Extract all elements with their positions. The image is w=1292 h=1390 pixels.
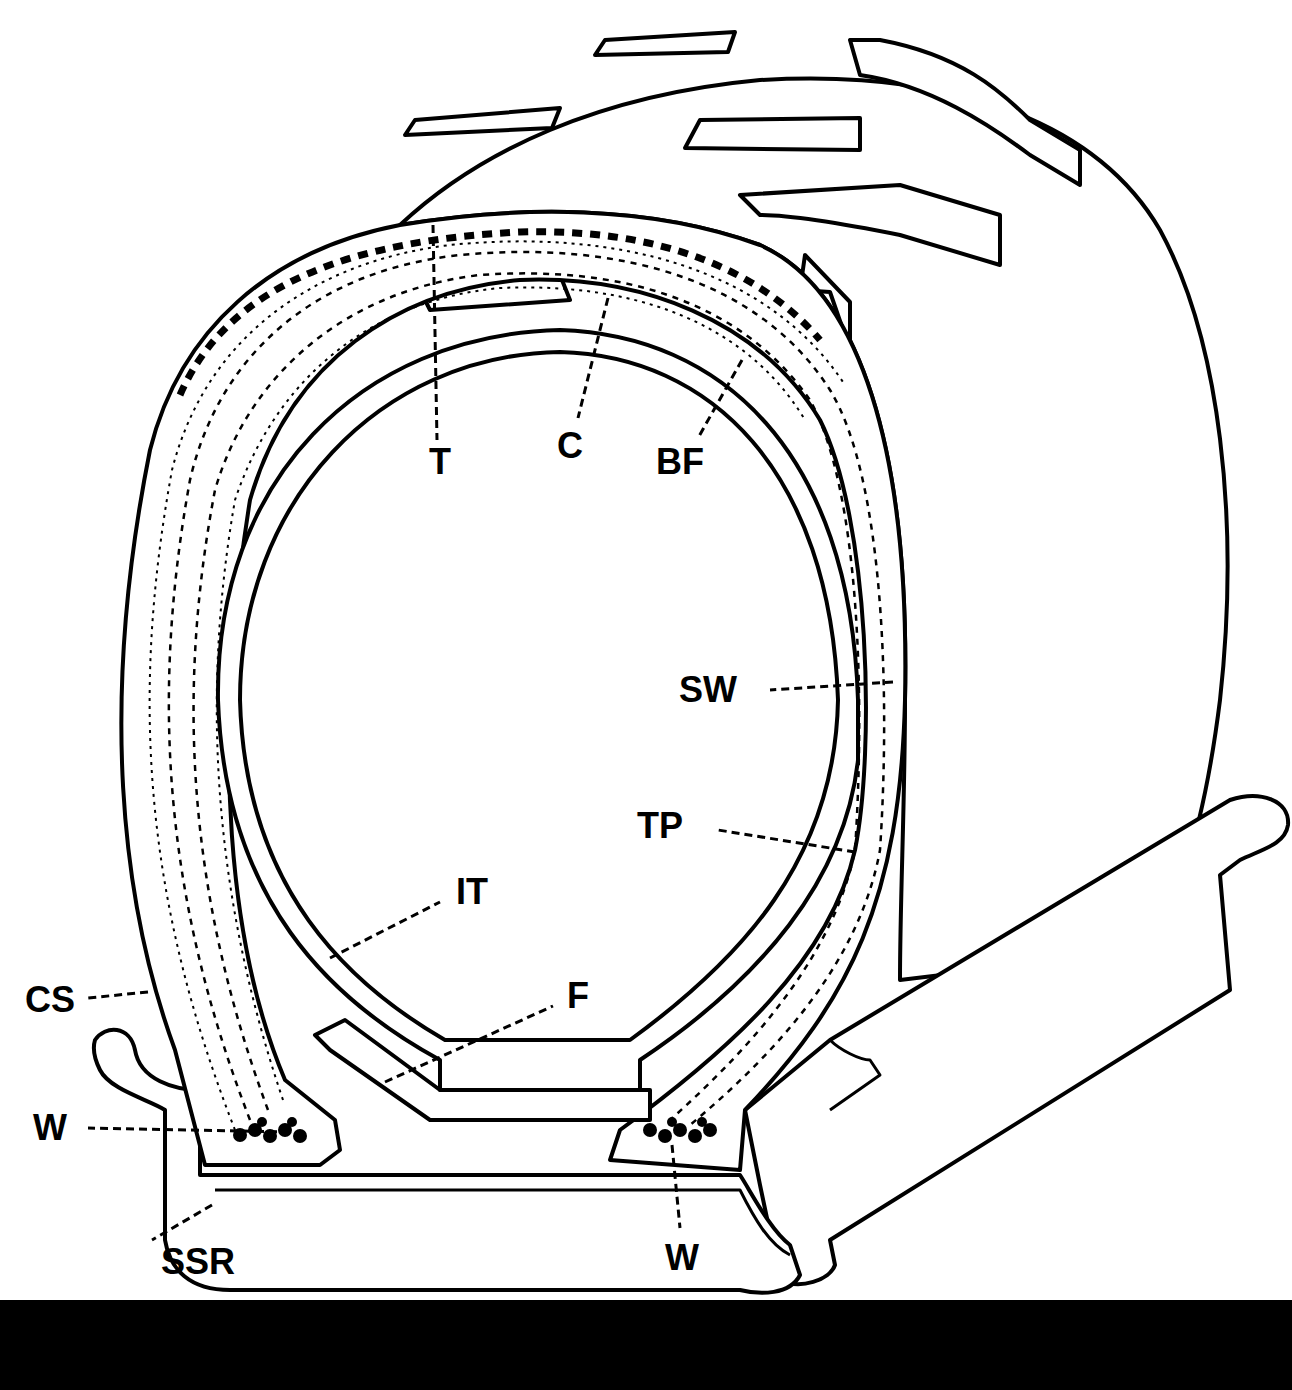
part-label: SSR — [161, 1244, 235, 1280]
part-label: W — [665, 1240, 699, 1276]
part-label: IT — [456, 874, 488, 910]
part-label: BF — [656, 444, 704, 480]
part-label: F — [567, 978, 589, 1014]
part-label: W — [33, 1110, 67, 1146]
part-label: TP — [637, 808, 683, 844]
part-label: SW — [679, 672, 737, 708]
part-label: T — [429, 444, 451, 480]
part-label: CS — [25, 982, 75, 1018]
part-label: C — [557, 428, 583, 464]
